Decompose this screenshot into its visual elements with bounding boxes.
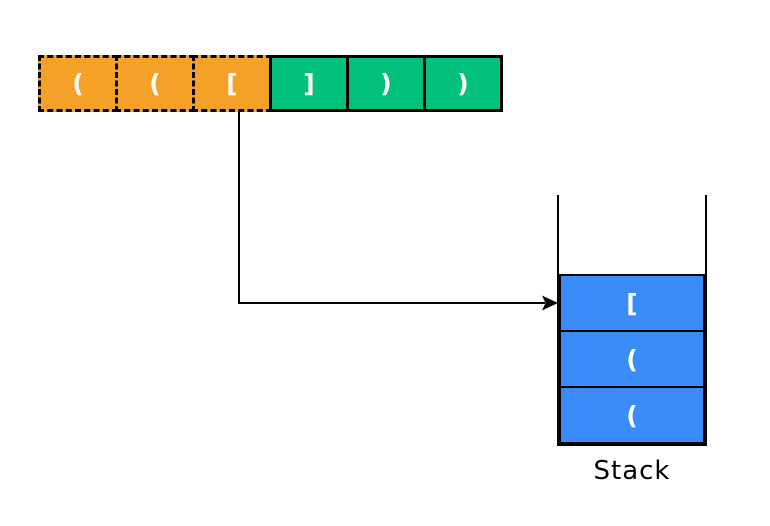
- bracket-char: (: [72, 69, 84, 98]
- bracket-char: ): [380, 69, 392, 98]
- bracket-sequence-row: ( ( [ ] ) ): [38, 55, 503, 112]
- arrow-head: [542, 295, 558, 311]
- bracket-char: (: [626, 400, 638, 430]
- sequence-cell-1: (: [38, 55, 118, 112]
- arrow-line: [238, 112, 545, 304]
- stack-item-middle: (: [559, 330, 705, 388]
- sequence-cell-3: [: [192, 55, 272, 112]
- bracket-char: ]: [303, 69, 315, 98]
- sequence-cell-6: ): [423, 55, 503, 112]
- bracket-char: [: [626, 288, 638, 318]
- sequence-cell-5: ): [346, 55, 426, 112]
- sequence-cell-4: ]: [269, 55, 349, 112]
- bracket-char: (: [626, 344, 638, 374]
- bracket-char: (: [149, 69, 161, 98]
- sequence-cell-2: (: [115, 55, 195, 112]
- bracket-char: ): [457, 69, 469, 98]
- stack-container: [ ( (: [557, 195, 707, 446]
- stack-item-bottom: (: [559, 386, 705, 444]
- stack-label: Stack: [593, 456, 671, 486]
- bracket-char: [: [226, 69, 238, 98]
- stack-item-top: [: [559, 274, 705, 332]
